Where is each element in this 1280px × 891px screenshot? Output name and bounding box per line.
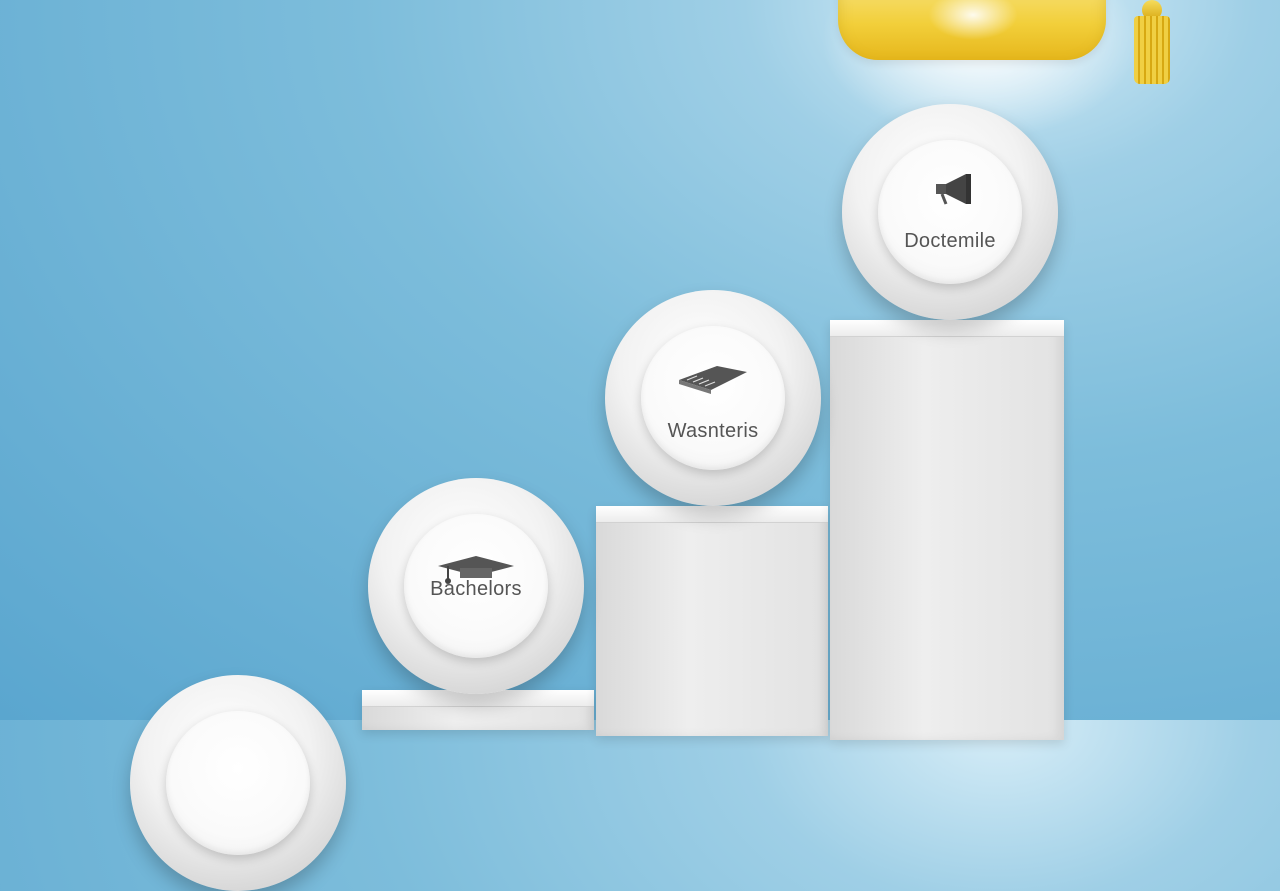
step-block-2: [596, 506, 828, 736]
step-disc-doctorate: Doctemile: [842, 104, 1058, 320]
step-disc-bachelors: Bachelors: [368, 478, 584, 694]
step-label-masters: Wasnteris: [667, 420, 759, 442]
megaphone-icon: [936, 174, 971, 205]
step-disc-0: [130, 675, 346, 891]
graduation-cap-top: [838, 0, 1106, 60]
step-label-doctorate: Doctemile: [904, 230, 996, 252]
step-disc-masters: Wasnteris: [605, 290, 821, 506]
graduation-cap-icon: [438, 556, 514, 584]
step-block-1: [362, 690, 594, 730]
book-icon: [679, 366, 747, 394]
step-label-bachelors: Bachelors: [430, 578, 522, 600]
tassel: [1132, 0, 1172, 86]
step-block-3: [830, 320, 1064, 740]
